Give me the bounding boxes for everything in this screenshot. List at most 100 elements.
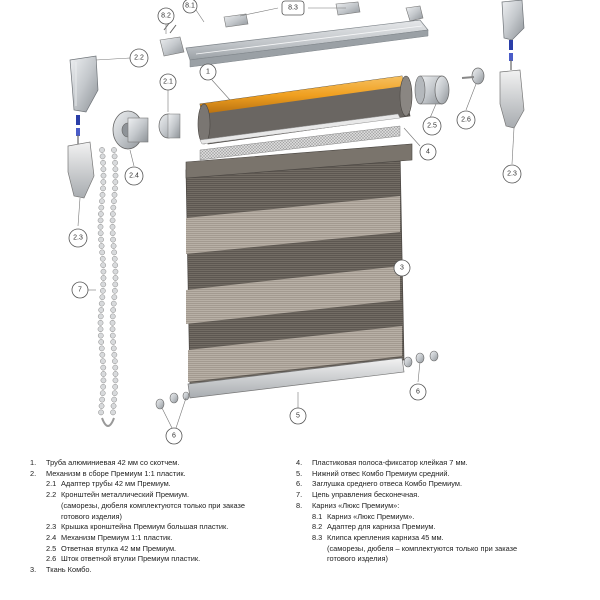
legend-note: (саморезы, дюбеля комплектуются только п… [61, 500, 245, 510]
chain-bead [111, 294, 118, 301]
callout-2-2-text: 2.2 [134, 55, 144, 62]
legend-item-number: 8.3 [312, 532, 323, 542]
chain-bead [98, 243, 105, 249]
tube-adapter [158, 113, 181, 139]
chain-bead [100, 179, 107, 185]
callout-2-4-text: 2.4 [129, 173, 139, 180]
chain-bead [99, 294, 106, 301]
legend-item-text: Шток ответной втулки Премиум пластик. [61, 554, 201, 564]
legend-item-number: 7. [296, 490, 303, 500]
exploded-assembly-diagram: 8.1 8.2 8.3 1 2.1 2.2 2.3 2.3 2.4 2.5 2.… [67, 0, 525, 445]
callout-2-5: 2.5 [422, 116, 442, 136]
legend-note: (саморезы, дюбеля – комплектуются только… [327, 543, 518, 553]
combo-fabric [185, 125, 413, 389]
legend-item: 6.Заглушка среднего отвеса Комбо Премиум… [296, 479, 596, 490]
legend-item-number: 1. [30, 458, 37, 467]
chain-bead [110, 211, 116, 217]
callout-2-6: 2.6 [456, 110, 476, 130]
callout-2-2: 2.2 [129, 48, 149, 68]
callout-7-text: 7 [78, 287, 82, 294]
chain-bead [100, 268, 107, 275]
callout-5: 5 [289, 407, 307, 425]
legend-item-text: Заглушка среднего отвеса Комбо Премиум. [312, 479, 463, 489]
chain-bead [109, 223, 116, 230]
chain-bead [112, 383, 119, 390]
chain-bead [109, 230, 116, 237]
chain-bead [97, 319, 104, 326]
legend-item-text: Карниз «Люкс Премиум». [327, 511, 415, 521]
callout-8-2-text: 8.2 [161, 13, 171, 20]
legend-left: 1. Труба алюминиевая 42 мм со скотчем. 2.М… [30, 458, 305, 576]
callout-6-left-text: 6 [172, 433, 176, 440]
chain-bead [111, 198, 117, 205]
legend-item: 2.Механизм в сборе Премиум 1:1 пластик. [30, 469, 305, 480]
callout-2-3-left-text: 2.3 [73, 235, 83, 242]
chain-bead [110, 403, 117, 409]
callout-2-3-right-text: 2.3 [507, 171, 517, 178]
legend-item-number: 2.6 [46, 554, 57, 564]
callout-4-text: 4 [426, 149, 430, 156]
right-bracket-cover [499, 69, 525, 129]
chain-bead [112, 268, 119, 275]
chain-bead [111, 191, 118, 198]
chain-bead [99, 198, 105, 205]
callout-6-right-text: 6 [416, 389, 420, 396]
chain-bead [100, 377, 107, 384]
chain-bead [99, 351, 106, 358]
legend-item: 7.Цепь управления бесконечная. [296, 490, 596, 501]
chain-bead [111, 390, 118, 397]
chain-bead [98, 236, 104, 243]
chain-bead [110, 300, 117, 307]
aluminium-tube [197, 75, 413, 145]
chain-bead [111, 351, 118, 358]
callout-7: 7 [71, 281, 89, 299]
callout-2-1-text: 2.1 [163, 79, 173, 86]
chain-bead [112, 371, 119, 377]
chain-bead [100, 275, 107, 281]
chain-bead [112, 281, 119, 288]
callout-8-1: 8.1 [182, 0, 198, 14]
callout-6-left: 6 [165, 427, 183, 445]
chain-bead [97, 230, 104, 237]
chain-bead [110, 339, 117, 345]
right-wall-screws [509, 40, 513, 70]
callout-8-2: 8.2 [157, 7, 175, 25]
legend-item-text: Нижний отвес Комбо Премиум средний. [312, 468, 450, 478]
chain-bead [111, 147, 117, 153]
chain-loop [101, 417, 115, 427]
callout-2-6-text: 2.6 [461, 117, 471, 124]
legend-item-text: Адаптер трубы 42 мм Премиум. [61, 479, 171, 489]
legend-item-number: 2. [30, 468, 37, 478]
weight-end-caps-right [403, 350, 439, 368]
callout-1: 1 [199, 63, 217, 81]
callout-2-3-right: 2.3 [502, 164, 522, 184]
callout-2-4: 2.4 [124, 166, 144, 186]
chain-bead [99, 147, 105, 153]
chain-bead [98, 409, 104, 416]
legend-item-text: Ткань Комбо. [46, 565, 92, 575]
callout-6-right: 6 [409, 383, 427, 401]
chain-bead [98, 307, 105, 313]
right-bracket [501, 0, 525, 41]
chain-bead [99, 153, 106, 160]
chain-bead [100, 166, 107, 173]
chain-bead [99, 191, 106, 198]
chain-bead [109, 326, 116, 333]
chain-bead [111, 255, 118, 262]
legend-item: 4.Пластиковая полоса-фиксатор клейкая 7 … [296, 458, 596, 469]
chain-bead [99, 249, 106, 256]
legend-item: 3.Ткань Комбо. [30, 565, 305, 576]
left-bracket-cover [67, 141, 95, 199]
legend-item-number: 2.1 [46, 479, 57, 489]
legend-item-text: Труба алюминиевая 42 мм со скотчем. [46, 458, 180, 467]
legend-item-text: Ответная втулка 42 мм Премиум. [61, 543, 177, 553]
chain-bead [111, 153, 118, 160]
rail-clips [223, 1, 361, 28]
chain-bead [112, 364, 119, 371]
end-plug-pin [461, 67, 485, 85]
chain-bead [109, 313, 116, 320]
legend-item-number: 4. [296, 458, 303, 467]
